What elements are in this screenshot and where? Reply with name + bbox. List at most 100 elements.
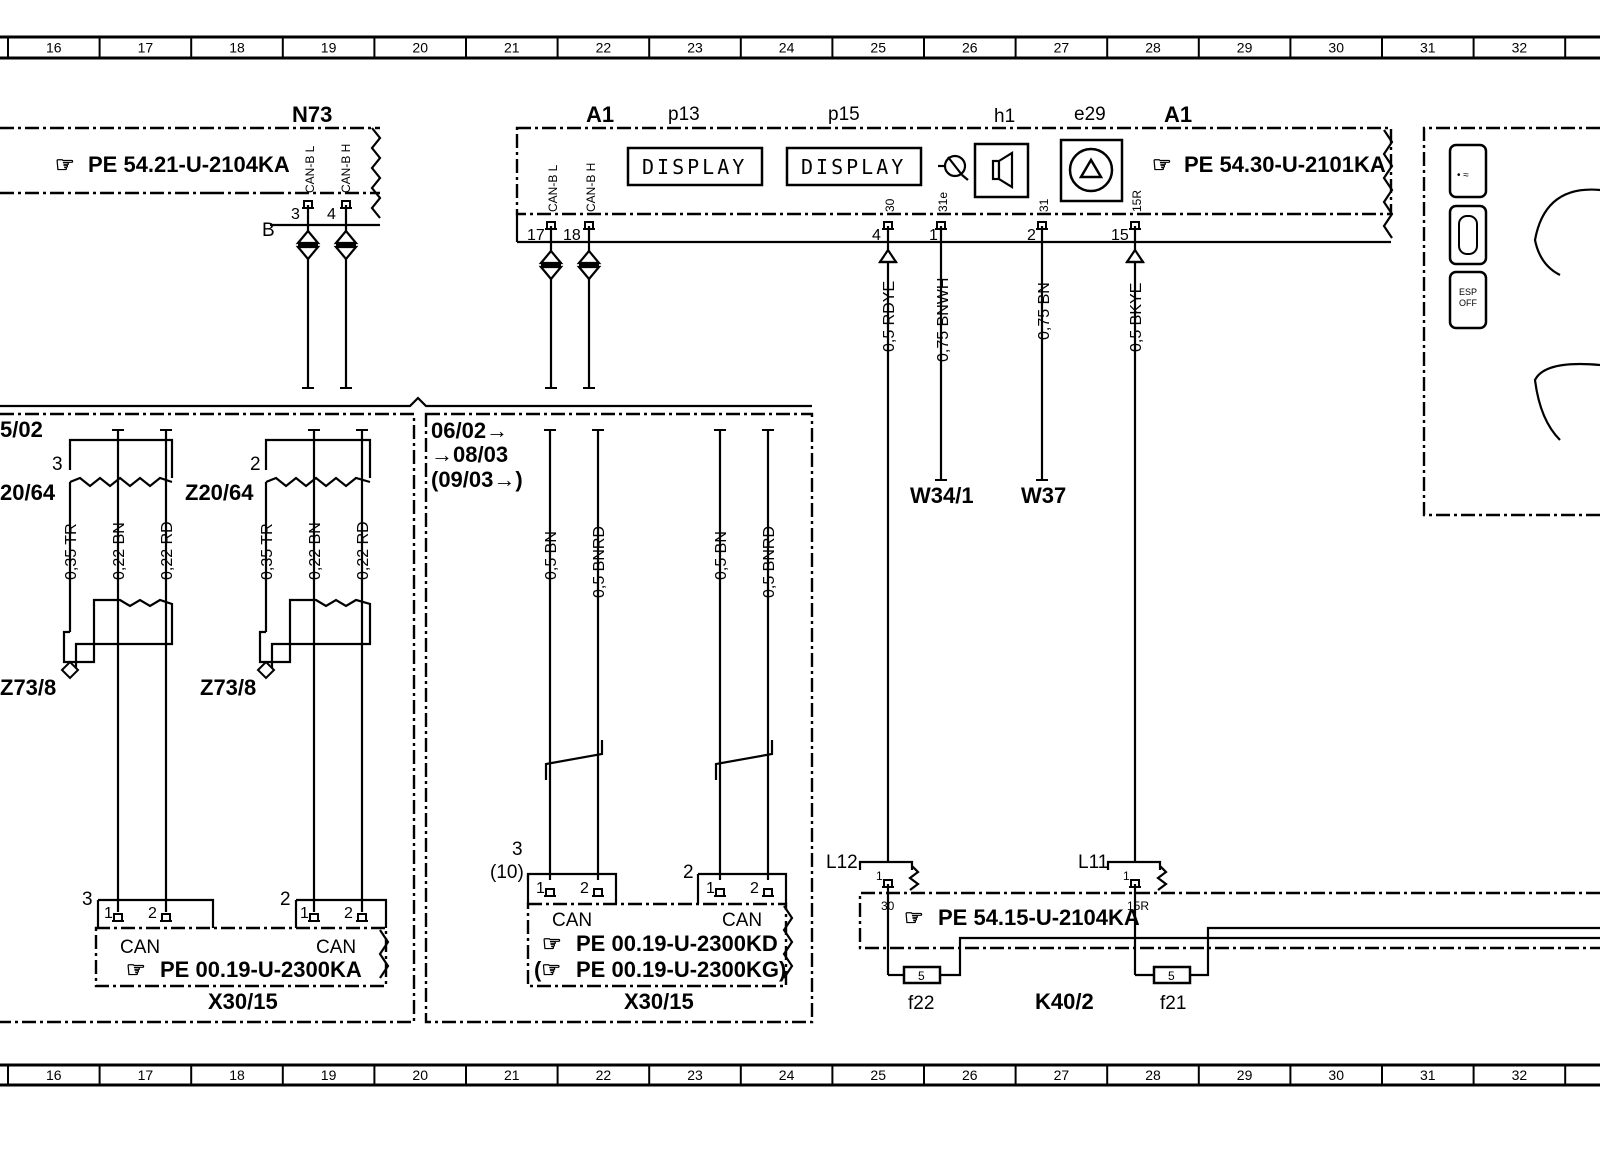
middle-section[interactable]: 06/02→ →08/03 (09/03→) 0,5 BN 0,5 BNRD 0… xyxy=(424,412,814,1024)
ruler-column-27: 27 xyxy=(1054,40,1070,56)
ruler-column-17: 17 xyxy=(138,1067,154,1083)
ruler-column-21: 21 xyxy=(504,1067,520,1083)
svg-text:0,35 TR: 0,35 TR xyxy=(63,523,80,580)
module-a1[interactable]: A1 A1 p13 p15 h1 e29 DISPLAY DISPLAY xyxy=(515,102,1394,862)
svg-text:p13: p13 xyxy=(668,104,700,125)
svg-text:06/02→: 06/02→ xyxy=(431,418,508,443)
svg-text:ESP: ESP xyxy=(1459,287,1477,297)
ground-w37: W37 xyxy=(1021,483,1066,508)
svg-text:1: 1 xyxy=(706,880,715,897)
svg-text:CAN-B H: CAN-B H xyxy=(584,163,598,212)
svg-text:15R: 15R xyxy=(1127,899,1149,913)
svg-text:e29: e29 xyxy=(1074,104,1106,125)
svg-text:CAN: CAN xyxy=(552,910,592,931)
ground-w34: W34/1 xyxy=(910,483,974,508)
book-icon: ☞ xyxy=(1152,152,1172,177)
svg-text:2: 2 xyxy=(148,905,157,922)
ruler-column-24: 24 xyxy=(779,1067,795,1083)
book-icon: ☞ xyxy=(55,152,75,177)
svg-text:N73: N73 xyxy=(292,102,332,127)
ruler-column-31: 31 xyxy=(1420,40,1436,56)
ruler-column-26: 26 xyxy=(962,1067,978,1083)
svg-text:18: 18 xyxy=(563,227,581,244)
wire-rdye: 0,5 RDYE xyxy=(881,281,898,352)
svg-text:4: 4 xyxy=(327,206,336,223)
svg-text:30: 30 xyxy=(883,198,897,212)
module-n73[interactable]: N73 PE 54.21-U-2104KA ☞ CAN-B L CAN-B H … xyxy=(0,102,382,389)
svg-text:0,22 BN: 0,22 BN xyxy=(307,522,324,580)
ruler-column-26: 26 xyxy=(962,40,978,56)
module-k40[interactable]: L12 L11 1 1 30 15R ☞ PE 54.15-U-2104KA 5… xyxy=(826,852,1600,1014)
svg-text:Z73/8: Z73/8 xyxy=(0,675,56,700)
svg-text:PE 00.19-U-2300KG): PE 00.19-U-2300KG) xyxy=(576,957,786,982)
svg-text:1: 1 xyxy=(1123,869,1130,883)
ruler-column-29: 29 xyxy=(1237,1067,1253,1083)
svg-text:CAN-B L: CAN-B L xyxy=(546,164,560,212)
svg-text:17: 17 xyxy=(527,227,545,244)
svg-text:PE 54.15-U-2104KA: PE 54.15-U-2104KA xyxy=(938,905,1140,930)
svg-text:OFF: OFF xyxy=(1459,298,1477,308)
svg-text:3: 3 xyxy=(82,889,93,910)
display-p13 xyxy=(626,146,764,187)
svg-text:CAN: CAN xyxy=(120,937,160,958)
ruler-column-25: 25 xyxy=(870,40,886,56)
svg-text:A1: A1 xyxy=(586,102,614,127)
svg-text:1: 1 xyxy=(104,905,113,922)
ruler-column-22: 22 xyxy=(596,40,612,56)
svg-text:2: 2 xyxy=(683,862,694,883)
svg-text:1: 1 xyxy=(876,869,883,883)
ruler-column-21: 21 xyxy=(504,40,520,56)
svg-text:3: 3 xyxy=(291,206,300,223)
ruler-column-16: 16 xyxy=(46,1067,62,1083)
svg-text:DISPLAY: DISPLAY xyxy=(801,155,906,179)
ruler-column-20: 20 xyxy=(412,1067,428,1083)
svg-text:1: 1 xyxy=(300,905,309,922)
ruler-column-18: 18 xyxy=(229,1067,245,1083)
svg-text:5: 5 xyxy=(1168,969,1175,983)
ruler-column-23: 23 xyxy=(687,40,703,56)
indicator-lamp-icon xyxy=(938,154,969,181)
svg-text:1: 1 xyxy=(929,227,938,244)
svg-text:31: 31 xyxy=(1037,198,1051,212)
ruler-column-28: 28 xyxy=(1145,1067,1161,1083)
ruler-column-31: 31 xyxy=(1420,1067,1436,1083)
svg-text:PE 00.19-U-2300KA: PE 00.19-U-2300KA xyxy=(160,957,362,982)
n73-pin3-signal: CAN-B L xyxy=(303,145,317,193)
svg-text:5: 5 xyxy=(918,969,925,983)
svg-text:CAN: CAN xyxy=(316,937,356,958)
svg-text:4: 4 xyxy=(872,227,881,244)
ruler-column-24: 24 xyxy=(779,40,795,56)
ruler-column-19: 19 xyxy=(321,1067,337,1083)
ruler-column-17: 17 xyxy=(138,40,154,56)
svg-text:• ≈: • ≈ xyxy=(1457,170,1469,181)
svg-text:f22: f22 xyxy=(908,993,934,1014)
svg-text:K40/2: K40/2 xyxy=(1035,989,1094,1014)
svg-text:Z73/8: Z73/8 xyxy=(200,675,256,700)
svg-text:DISPLAY: DISPLAY xyxy=(642,155,747,179)
ruler-column-22: 22 xyxy=(596,1067,612,1083)
wire-bnwh: 0,75 BNWH xyxy=(935,278,952,362)
ruler-column-27: 27 xyxy=(1054,1067,1070,1083)
ruler-column-32: 32 xyxy=(1512,40,1528,56)
section-bracket xyxy=(0,396,812,408)
book-icon: ☞ xyxy=(126,957,146,982)
n73-ref: PE 54.21-U-2104KA xyxy=(88,152,290,177)
ruler-column-30: 30 xyxy=(1328,40,1344,56)
ruler-column-32: 32 xyxy=(1512,1067,1528,1083)
svg-text:0,5 BN: 0,5 BN xyxy=(543,531,560,580)
n73-pin4-signal: CAN-B H xyxy=(339,144,353,193)
book-icon: (☞ xyxy=(534,957,561,982)
svg-text:1: 1 xyxy=(536,880,545,897)
svg-text:5/02: 5/02 xyxy=(0,417,43,442)
svg-text:X30/15: X30/15 xyxy=(208,989,278,1014)
svg-text:X30/15: X30/15 xyxy=(624,989,694,1014)
svg-text:L11: L11 xyxy=(1078,852,1108,873)
svg-text:PE 00.19-U-2300KD: PE 00.19-U-2300KD xyxy=(576,931,778,956)
svg-text:0,22 RD: 0,22 RD xyxy=(159,521,176,580)
left-section[interactable]: 5/02 20/64 Z20/64 3 0,35 TR 0,22 BN 0,22… xyxy=(0,412,416,1024)
svg-text:B: B xyxy=(262,220,275,241)
ruler-column-16: 16 xyxy=(46,40,62,56)
